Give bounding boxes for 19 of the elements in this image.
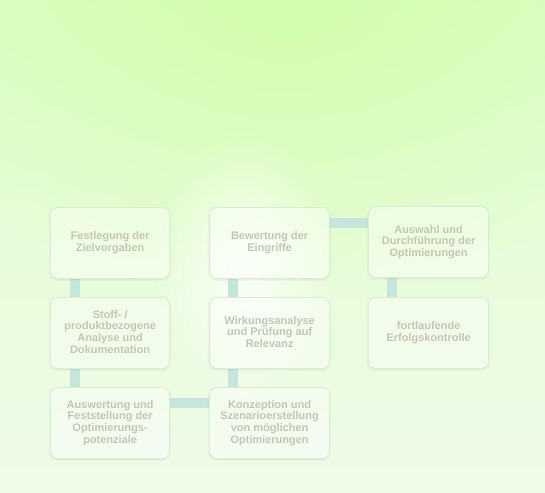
connector-line <box>228 279 238 297</box>
process-box <box>50 207 170 279</box>
connector-line <box>330 218 368 228</box>
step-label: Wirkungsanalyse und Prüfung auf Relevanz <box>223 316 316 350</box>
connector-line <box>70 279 80 297</box>
connector-line <box>228 369 238 387</box>
step-label: Bewertung der Eingriffe <box>230 231 309 255</box>
connector-line <box>70 369 80 387</box>
connector-line <box>170 398 209 408</box>
connector-line <box>387 278 397 297</box>
process-box <box>368 297 489 369</box>
process-box <box>50 297 170 369</box>
step-label: Auswertung und Feststellung der Optimierungs- potenziale <box>66 400 154 446</box>
process-box <box>209 297 330 369</box>
process-box <box>50 387 170 459</box>
process-box <box>209 207 330 279</box>
step-label: Konzeption und Szenarioerstellung von möglichen Optimierungen <box>219 400 320 446</box>
process-box <box>209 387 330 459</box>
process-box <box>368 206 489 278</box>
